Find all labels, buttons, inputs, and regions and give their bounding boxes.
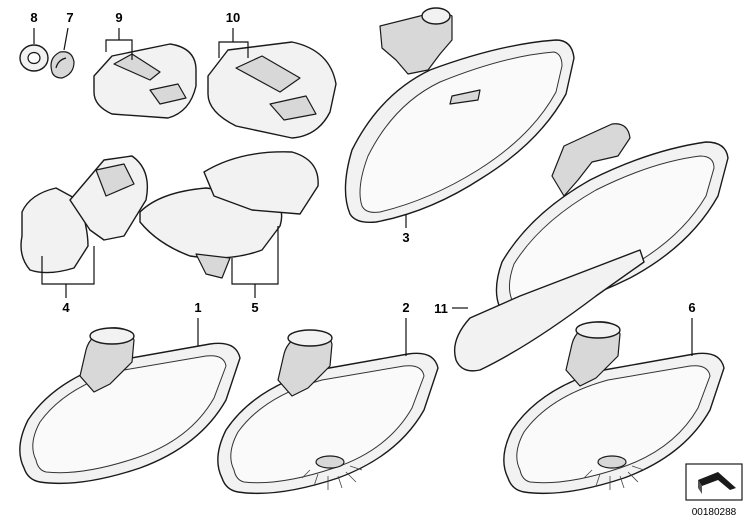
callout-10: 10 bbox=[226, 10, 240, 25]
callout-11: 11 bbox=[434, 301, 448, 316]
part-3-mirror[interactable] bbox=[344, 7, 575, 224]
part-11-mirror[interactable] bbox=[453, 123, 729, 372]
part-9-cover[interactable] bbox=[93, 43, 197, 119]
part-7-cap[interactable] bbox=[50, 51, 75, 79]
part-5-housing[interactable] bbox=[139, 151, 319, 279]
callout-8: 8 bbox=[30, 10, 37, 25]
arrow-orientation-icon bbox=[685, 463, 743, 501]
part-1-mirror[interactable] bbox=[19, 327, 241, 485]
light-sensor-rays-2 bbox=[301, 455, 363, 490]
drawing-code: 00180288 bbox=[692, 507, 737, 518]
callout-9: 9 bbox=[115, 10, 122, 25]
callout-4: 4 bbox=[62, 300, 70, 315]
part-4-housing[interactable] bbox=[20, 155, 149, 274]
callout-7: 7 bbox=[66, 10, 73, 25]
callout-2: 2 bbox=[402, 300, 409, 315]
part-8-washer[interactable] bbox=[19, 44, 49, 72]
callout-1: 1 bbox=[194, 300, 201, 315]
part-6-mirror[interactable] bbox=[503, 321, 725, 495]
part-10-cover[interactable] bbox=[207, 41, 337, 139]
light-sensor-rays-6 bbox=[583, 455, 645, 490]
part-2-mirror[interactable] bbox=[217, 329, 439, 495]
callout-5: 5 bbox=[251, 300, 258, 315]
callout-3: 3 bbox=[402, 230, 409, 245]
callout-6: 6 bbox=[688, 300, 695, 315]
leader-lines bbox=[33, 27, 693, 356]
